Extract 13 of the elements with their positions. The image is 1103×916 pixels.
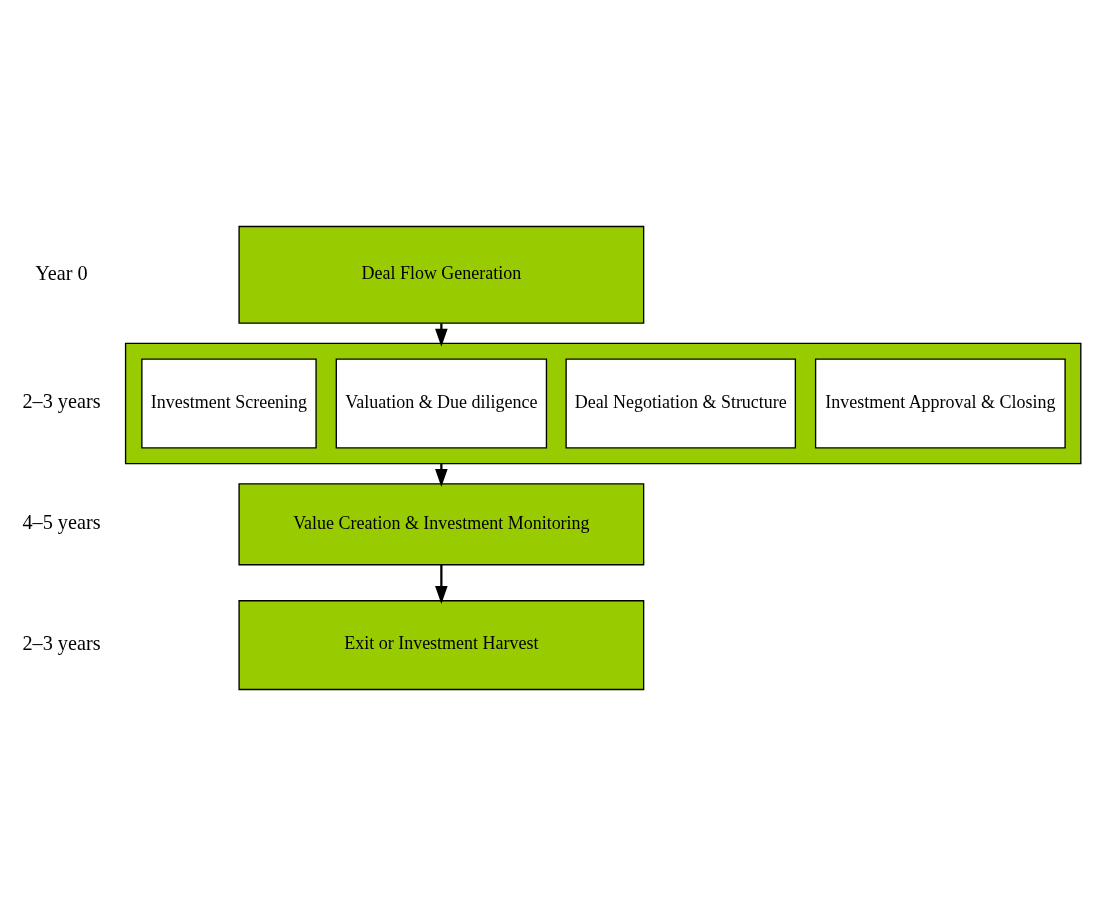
node-box: Investment Approval & Closing [814, 358, 1066, 449]
label: 4–5 years [22, 511, 101, 534]
node-box: Deal Flow Generation [238, 225, 645, 324]
node-box: Value Creation & Investment Monitoring [238, 483, 645, 566]
node-box: Investment Screening [141, 358, 317, 449]
label: Year 0 [35, 261, 88, 284]
label: 2–3 years [22, 632, 101, 655]
node-box: Valuation & Due diligence [335, 358, 548, 449]
node-box: Exit or Investment Harvest [238, 600, 645, 691]
arrow [435, 564, 448, 604]
label: 2–3 years [22, 390, 101, 413]
node-box: Deal Negotiation & Structure [565, 358, 797, 449]
cluster [124, 342, 1082, 465]
